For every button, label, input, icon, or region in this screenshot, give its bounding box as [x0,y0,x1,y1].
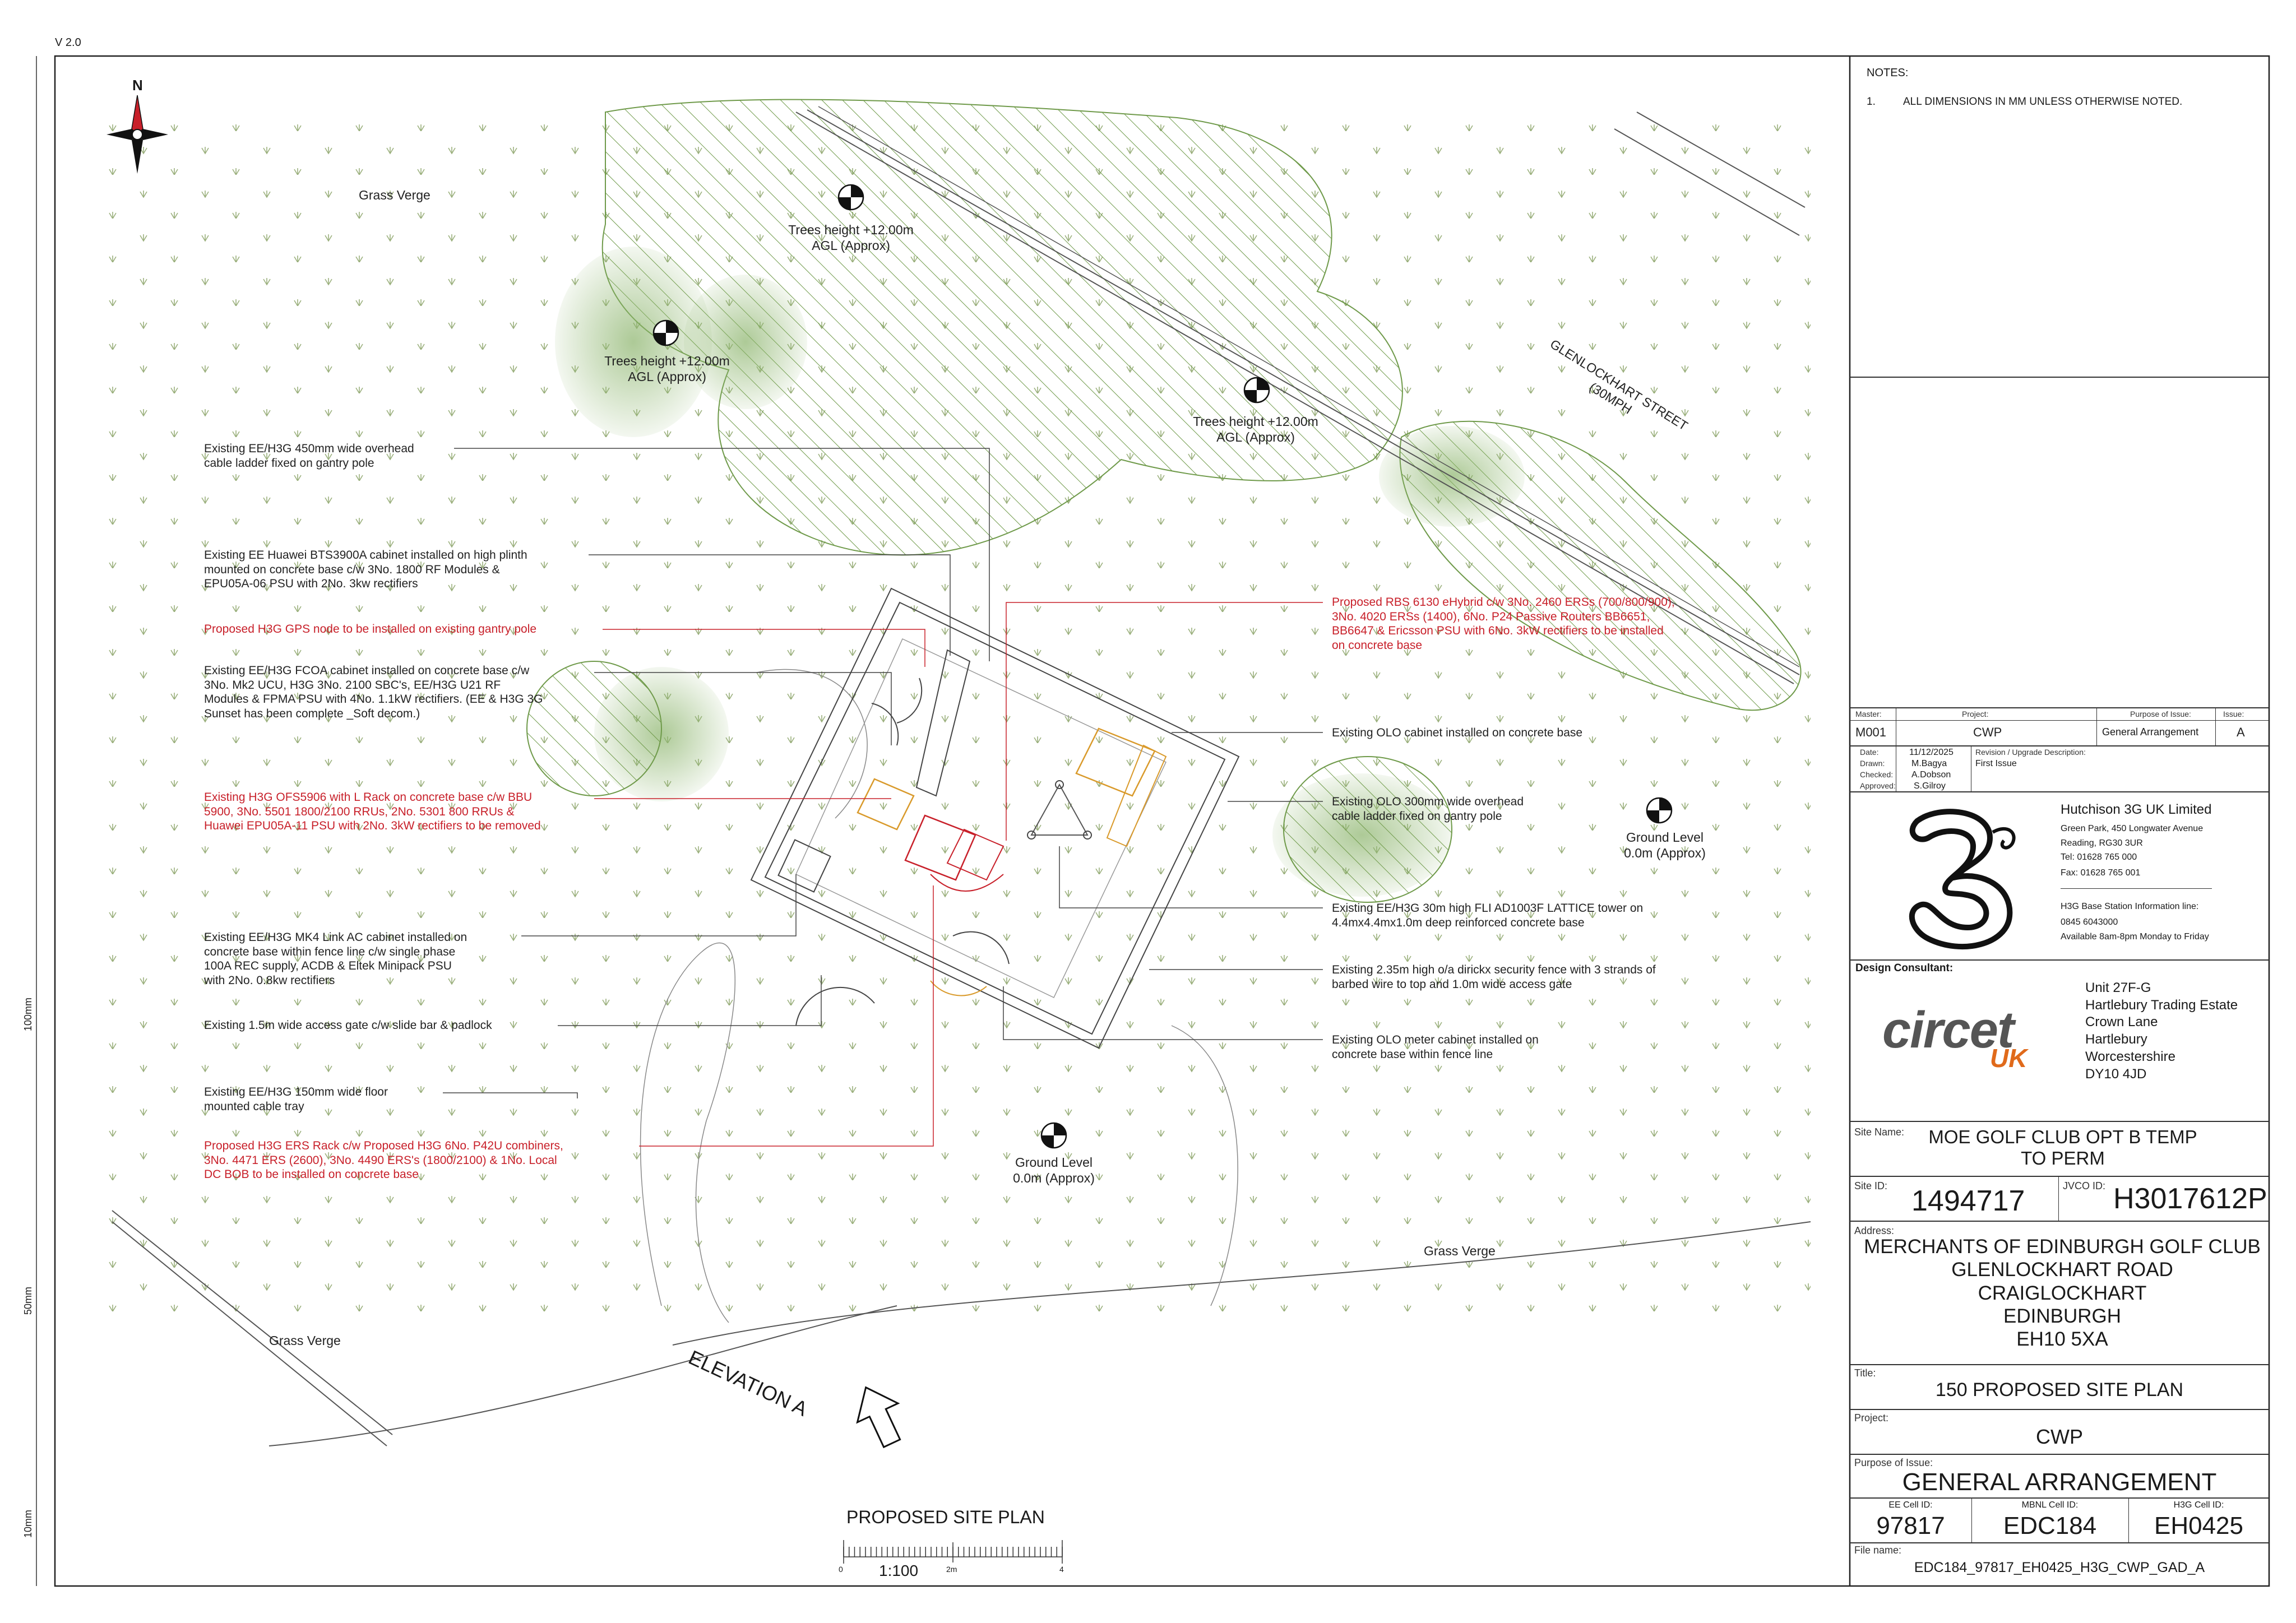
scale-tick-label: 2m [946,1565,957,1574]
checked-value: A.Dobson [1911,770,1951,780]
approved-value: S.Gilroy [1914,781,1946,791]
drawn-label: Drawn: [1860,759,1885,768]
grass-verge-label: Grass Verge [269,1333,341,1348]
notes-heading: NOTES: [1867,67,1909,79]
note-number: 1. [1867,96,1876,108]
file-name-label: File name: [1854,1545,1902,1556]
compound [750,587,1240,1049]
version-label: V 2.0 [55,36,81,49]
annotation-rbs-6130: Proposed RBS 6130 eHybrid c/w 3No. 2460 … [1332,596,1675,652]
h3g-cell-value: EH0425 [2154,1512,2243,1539]
plan-title: PROPOSED SITE PLAN [846,1507,1045,1527]
site-name-label: Site Name: [1854,1126,1905,1138]
annotation-olo-cable-ladder: Existing OLO 300mm wide overhead cable l… [1332,795,1524,823]
company-name: Hutchison 3G UK Limited [2061,802,2212,817]
revision-value: First Issue [1975,759,2017,768]
project2-value: CWP [2036,1425,2083,1448]
annotation-fcoa-cabinet: Existing EE/H3G FCOA cabinet installed o… [204,664,543,720]
title-value: 150 PROPOSED SITE PLAN [1935,1379,2184,1401]
side-scale-label: 50mm [22,1286,34,1315]
purpose-value: General Arrangement [2102,726,2199,738]
annotation-gps-node: Proposed H3G GPS node to be installed on… [204,623,537,636]
elevation-arrow-icon [856,1386,901,1449]
checked-label: Checked: [1860,770,1894,779]
scale-tick-label: 0 [839,1565,843,1574]
annotation-cable-ladder-450: Existing EE/H3G 450mm wide overhead cabl… [204,442,414,470]
issue-value: A [2237,725,2245,739]
annotation-ofs5906-rack: Existing H3G OFS5906 with L Rack on conc… [204,791,541,833]
circet-logo-uk: UK [1990,1044,2027,1073]
drawn-value: M.Bagya [1911,759,1947,768]
leader-lines [443,448,1323,1147]
grass-verge-label: Grass Verge [359,188,430,202]
compass-north-label: N [132,77,143,94]
purpose2-value: GENERAL ARRANGEMENT [1902,1468,2217,1496]
title-label: Title: [1854,1367,1876,1379]
issue-label: Issue: [2223,710,2244,718]
annotation-security-fence: Existing 2.35m high o/a dirickx security… [1332,963,1656,991]
consultant-address: Unit 27F-G Hartlebury Trading Estate Cro… [2085,980,2238,1082]
annotation-olo-meter-cabinet: Existing OLO meter cabinet installed on … [1332,1033,1539,1061]
scale-tick-label: 4 [1059,1565,1064,1574]
tree-height-label: Trees height +12.00m AGL (Approx) [788,222,914,253]
site-id-value: 1494717 [1911,1185,2025,1217]
annotation-olo-cabinet: Existing OLO cabinet installed on concre… [1332,726,1583,739]
side-scale-label: 10mm [22,1509,34,1538]
revision-label: Revision / Upgrade Description: [1975,748,2086,757]
h3g-cell-label: H3G Cell ID: [2173,1500,2224,1510]
grass-verge-label: Grass Verge [1424,1244,1496,1258]
mbnl-cell-value: EDC184 [2003,1512,2097,1539]
project-value: CWP [1973,725,2002,739]
info-line-hours: Available 8am-8pm Monday to Friday [2061,932,2209,942]
date-label: Date: [1860,748,1879,757]
note-text: ALL DIMENSIONS IN MM UNLESS OTHERWISE NO… [1903,96,2183,108]
date-value: 11/12/2025 [1909,748,1954,757]
jvco-id-value: H3017612P [2113,1183,2267,1215]
annotation-mk4-link-cabinet: Existing EE/H3G MK4 Link AC cabinet inst… [204,931,467,987]
master-label: Master: [1855,710,1882,718]
purpose-label: Purpose of Issue: [2130,710,2191,718]
info-line-tel: 0845 6043000 [2061,917,2118,927]
file-name-value: EDC184_97817_EH0425_H3G_CWP_GAD_A [1914,1560,2205,1575]
consultant-label: Design Consultant: [1855,962,1954,974]
annotation-bts3900a-cabinet: Existing EE Huawei BTS3900A cabinet inst… [204,549,527,591]
company-tel: Tel: 01628 765 000 [2061,852,2137,862]
annotation-ers-rack: Proposed H3G ERS Rack c/w Proposed H3G 6… [204,1139,563,1181]
annotation-lattice-tower: Existing EE/H3G 30m high FLI AD1003F LAT… [1332,902,1644,929]
site-name-value: MOE GOLF CLUB OPT B TEMP TO PERM [1928,1126,2197,1168]
ee-cell-value: 97817 [1876,1512,1945,1539]
ground-level-label: Ground Level 0.0m (Approx) [1624,830,1706,861]
drawing-frame [54,55,2270,1587]
scale-bar [843,1540,1063,1564]
company-fax: Fax: 01628 765 001 [2061,868,2141,878]
project2-label: Project: [1854,1412,1889,1423]
jvco-id-label: JVCO ID: [2063,1180,2106,1191]
approved-label: Approved: [1860,781,1896,790]
scale-ratio: 1:100 [879,1562,919,1579]
mbnl-cell-label: MBNL Cell ID: [2021,1500,2079,1510]
level-markers [652,184,1673,1149]
tree-height-label: Trees height +12.00m AGL (Approx) [604,354,730,384]
tree-height-label: Trees height +12.00m AGL (Approx) [1193,414,1318,445]
tree-canopies [526,99,1802,903]
north-arrow-icon [107,95,168,174]
site-id-label: Site ID: [1854,1180,1888,1191]
address-label: Address: [1854,1225,1895,1236]
ground-level-label: Ground Level 0.0m (Approx) [1013,1155,1095,1186]
info-line-label: H3G Base Station Information line: [2061,902,2199,911]
annotation-cable-tray-150: Existing EE/H3G 150mm wide floor mounted… [204,1086,388,1113]
three-logo-icon [1909,809,2016,950]
circet-logo: circet [1882,1001,2014,1059]
side-scale-label: 100mm [22,997,34,1031]
project-label: Project: [1962,710,1989,718]
annotation-access-gate: Existing 1.5m wide access gate c/w slide… [204,1019,492,1032]
ee-cell-label: EE Cell ID: [1888,1500,1933,1510]
purpose2-label: Purpose of Issue: [1854,1457,1933,1468]
roads [112,106,1811,1446]
address-value: MERCHANTS OF EDINBURGH GOLF CLUB GLENLOC… [1864,1236,2261,1351]
company-address: Green Park, 450 Longwater Avenue Reading… [2061,824,2204,848]
master-value: M001 [1855,725,1887,739]
